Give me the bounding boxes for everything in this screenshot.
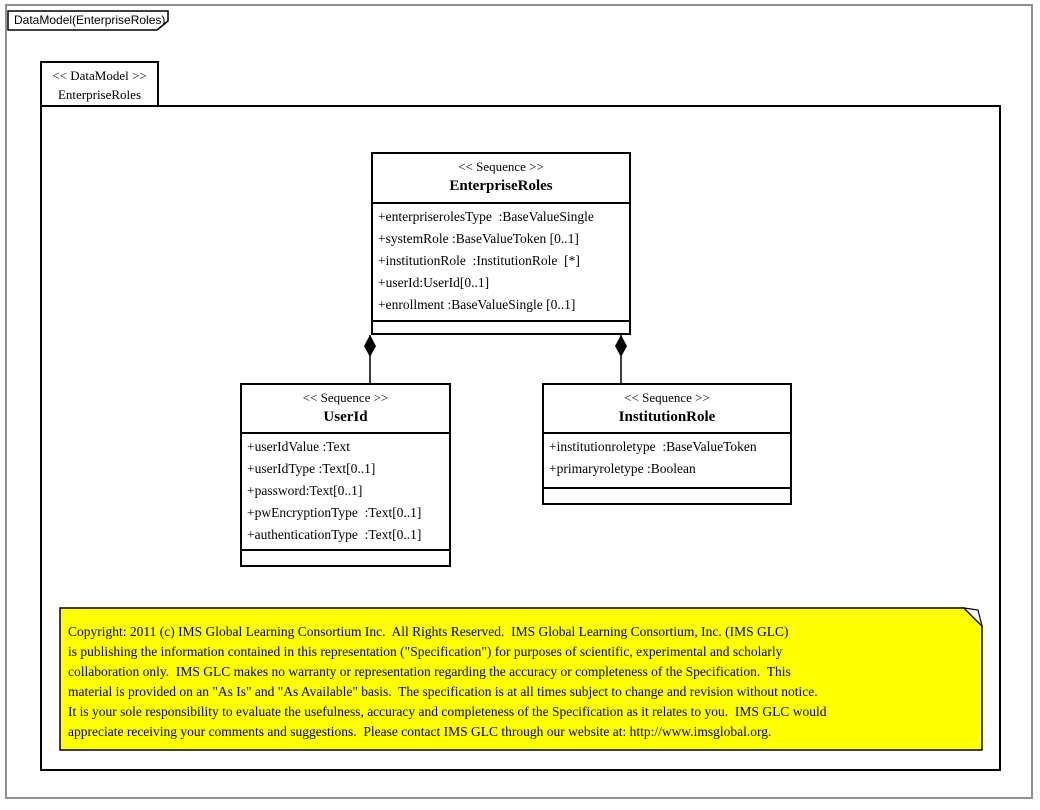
class-name: InstitutionRole bbox=[618, 409, 716, 425]
class-attribute: +userIdValue :Text bbox=[247, 439, 351, 454]
copyright-note[interactable]: Copyright: 2011 (c) IMS Global Learning … bbox=[68, 622, 974, 742]
class-header: << Sequence >> EnterpriseRoles bbox=[373, 154, 629, 204]
note-line: Copyright: 2011 (c) IMS Global Learning … bbox=[68, 624, 789, 639]
class-attribute: +userIdType :Text[0..1] bbox=[247, 461, 376, 476]
package-stereotype: << DataModel >> bbox=[52, 68, 147, 83]
attributes-compartment: +userIdValue :Text +userIdType :Text[0..… bbox=[242, 434, 449, 551]
class-attribute: +institutionRole :InstitutionRole [*] bbox=[378, 253, 580, 268]
class-name: EnterpriseRoles bbox=[449, 178, 553, 194]
class-box-institutionrole[interactable]: << Sequence >> InstitutionRole +institut… bbox=[542, 383, 792, 505]
note-line: appreciate receiving your comments and s… bbox=[68, 724, 772, 739]
class-box-enterpriseroles[interactable]: << Sequence >> EnterpriseRoles +enterpri… bbox=[371, 152, 631, 335]
datamodel-package-header[interactable]: << DataModel >> EnterpriseRoles bbox=[40, 61, 159, 107]
datamodel-package-body bbox=[40, 105, 1001, 771]
attributes-compartment: +enterpriserolesType :BaseValueSingle +s… bbox=[373, 204, 629, 322]
diagram-frame bbox=[5, 4, 1033, 799]
note-line: It is your sole responsibility to evalua… bbox=[68, 704, 827, 719]
class-box-userid[interactable]: << Sequence >> UserId +userIdValue :Text… bbox=[240, 383, 451, 567]
diagram-tab[interactable]: DataModel(EnterpriseRoles) bbox=[8, 11, 168, 30]
class-attribute: +institutionroletype :BaseValueToken bbox=[549, 439, 757, 454]
package-name: EnterpriseRoles bbox=[57, 87, 142, 102]
class-attribute: +authenticationType :Text[0..1] bbox=[247, 527, 422, 542]
class-attribute: +primaryroletype :Boolean bbox=[549, 461, 696, 476]
class-attribute: +pwEncryptionType :Text[0..1] bbox=[247, 505, 422, 520]
class-attribute: +enterpriserolesType :BaseValueSingle bbox=[378, 209, 594, 224]
attributes-compartment: +institutionroletype :BaseValueToken +pr… bbox=[544, 434, 790, 489]
class-attribute: +password:Text[0..1] bbox=[247, 483, 363, 498]
note-line: collaboration only. IMS GLC makes no war… bbox=[68, 664, 791, 679]
class-stereotype: << Sequence >> bbox=[302, 390, 389, 405]
class-stereotype: << Sequence >> bbox=[624, 390, 710, 405]
class-attribute: +userId:UserId[0..1] bbox=[378, 275, 490, 290]
class-header: << Sequence >> UserId bbox=[242, 385, 449, 434]
operations-compartment-empty bbox=[544, 489, 790, 503]
note-line: is publishing the information contained … bbox=[68, 644, 783, 659]
class-attribute: +systemRole :BaseValueToken [0..1] bbox=[378, 231, 579, 246]
class-attribute: +enrollment :BaseValueSingle [0..1] bbox=[378, 297, 576, 312]
diagram-tab-label: DataModel(EnterpriseRoles) bbox=[14, 13, 166, 27]
operations-compartment-empty bbox=[373, 322, 629, 333]
note-line: material is provided on an "As Is" and "… bbox=[68, 684, 818, 699]
operations-compartment-empty bbox=[242, 551, 449, 565]
class-name: UserId bbox=[323, 409, 368, 425]
class-header: << Sequence >> InstitutionRole bbox=[544, 385, 790, 434]
class-stereotype: << Sequence >> bbox=[458, 159, 544, 174]
